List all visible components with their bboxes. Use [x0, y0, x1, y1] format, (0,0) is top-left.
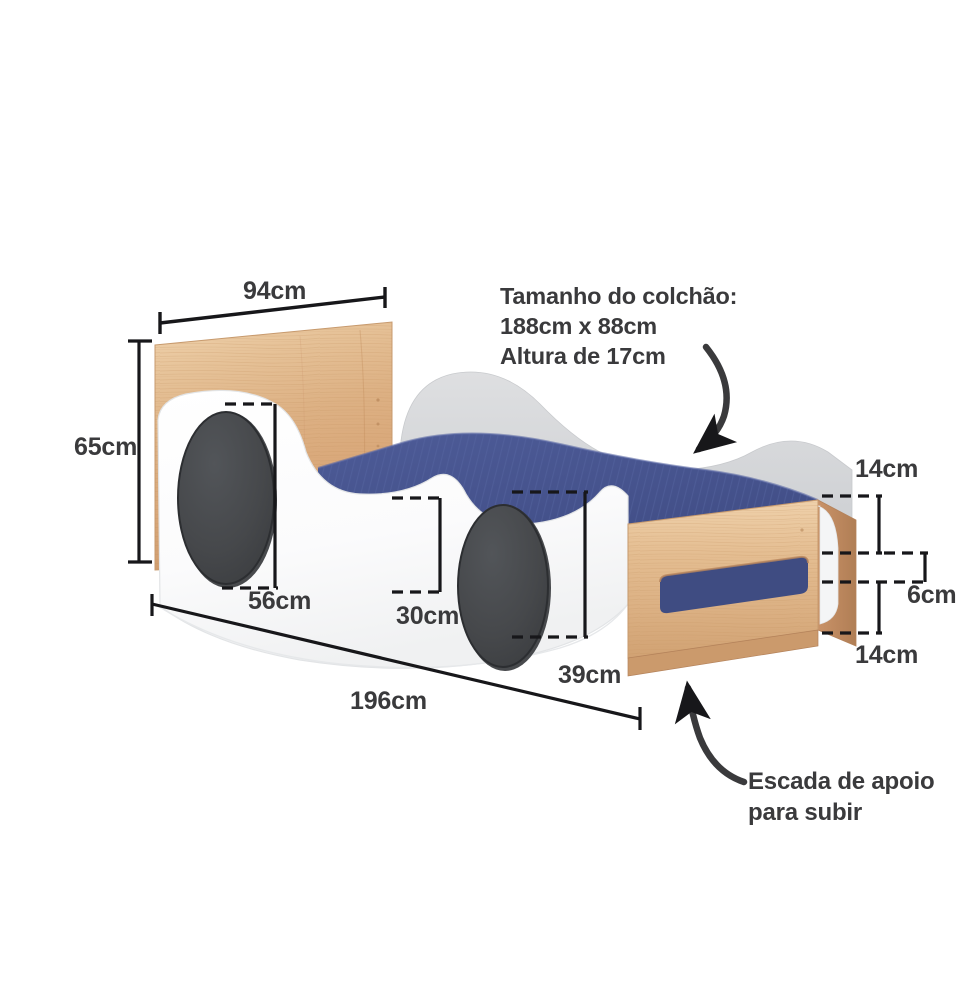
dimension-line-6cm — [822, 551, 928, 584]
dimension-line-94cm — [158, 287, 387, 334]
ladder-note: Escada de apoio para subir — [748, 766, 935, 828]
ladder-note-line-2: para subir — [748, 799, 863, 826]
side-rail-end-cap — [817, 505, 839, 625]
mattress-note-line-1: Tamanho do colchão: — [500, 283, 738, 309]
dimension-label-14cm-top: 14cm — [855, 455, 919, 483]
dimension-line-39cm — [512, 490, 588, 639]
dimension-line-14cm-top — [822, 494, 882, 555]
mattress-note-line-2: 188cm x 88cm — [500, 313, 658, 339]
dimension-label-56cm: 56cm — [248, 587, 312, 615]
callout-arrows — [674, 343, 748, 786]
dimension-line-65cm — [128, 339, 152, 564]
dimension-line-14cm-bottom — [822, 582, 882, 635]
dimension-label-196cm: 196cm — [350, 687, 427, 715]
dimension-lines — [128, 287, 928, 730]
dimension-label-39cm: 39cm — [558, 661, 622, 689]
front-wheel — [177, 411, 277, 588]
mattress-note-line-3: Altura de 17cm — [500, 343, 666, 369]
ladder-note-line-1: Escada de apoio — [748, 768, 935, 795]
dimension-label-14cm-bottom: 14cm — [855, 641, 919, 669]
dimension-line-56cm — [222, 402, 278, 590]
dimension-label-6cm: 6cm — [907, 581, 957, 609]
dimension-label-94cm: 94cm — [243, 277, 307, 305]
ladder-callout-arrow — [674, 680, 748, 786]
mattress-callout-arrow — [693, 343, 738, 454]
bed-illustration — [154, 321, 857, 677]
dimension-label-30cm: 30cm — [396, 602, 460, 630]
rear-wheel — [457, 504, 551, 671]
dimension-line-30cm — [392, 496, 443, 594]
dimension-label-65cm: 65cm — [74, 433, 138, 461]
dimension-line-196cm — [150, 594, 642, 730]
mattress-size-note: Tamanho do colchão: 188cm x 88cm Altura … — [500, 281, 738, 371]
